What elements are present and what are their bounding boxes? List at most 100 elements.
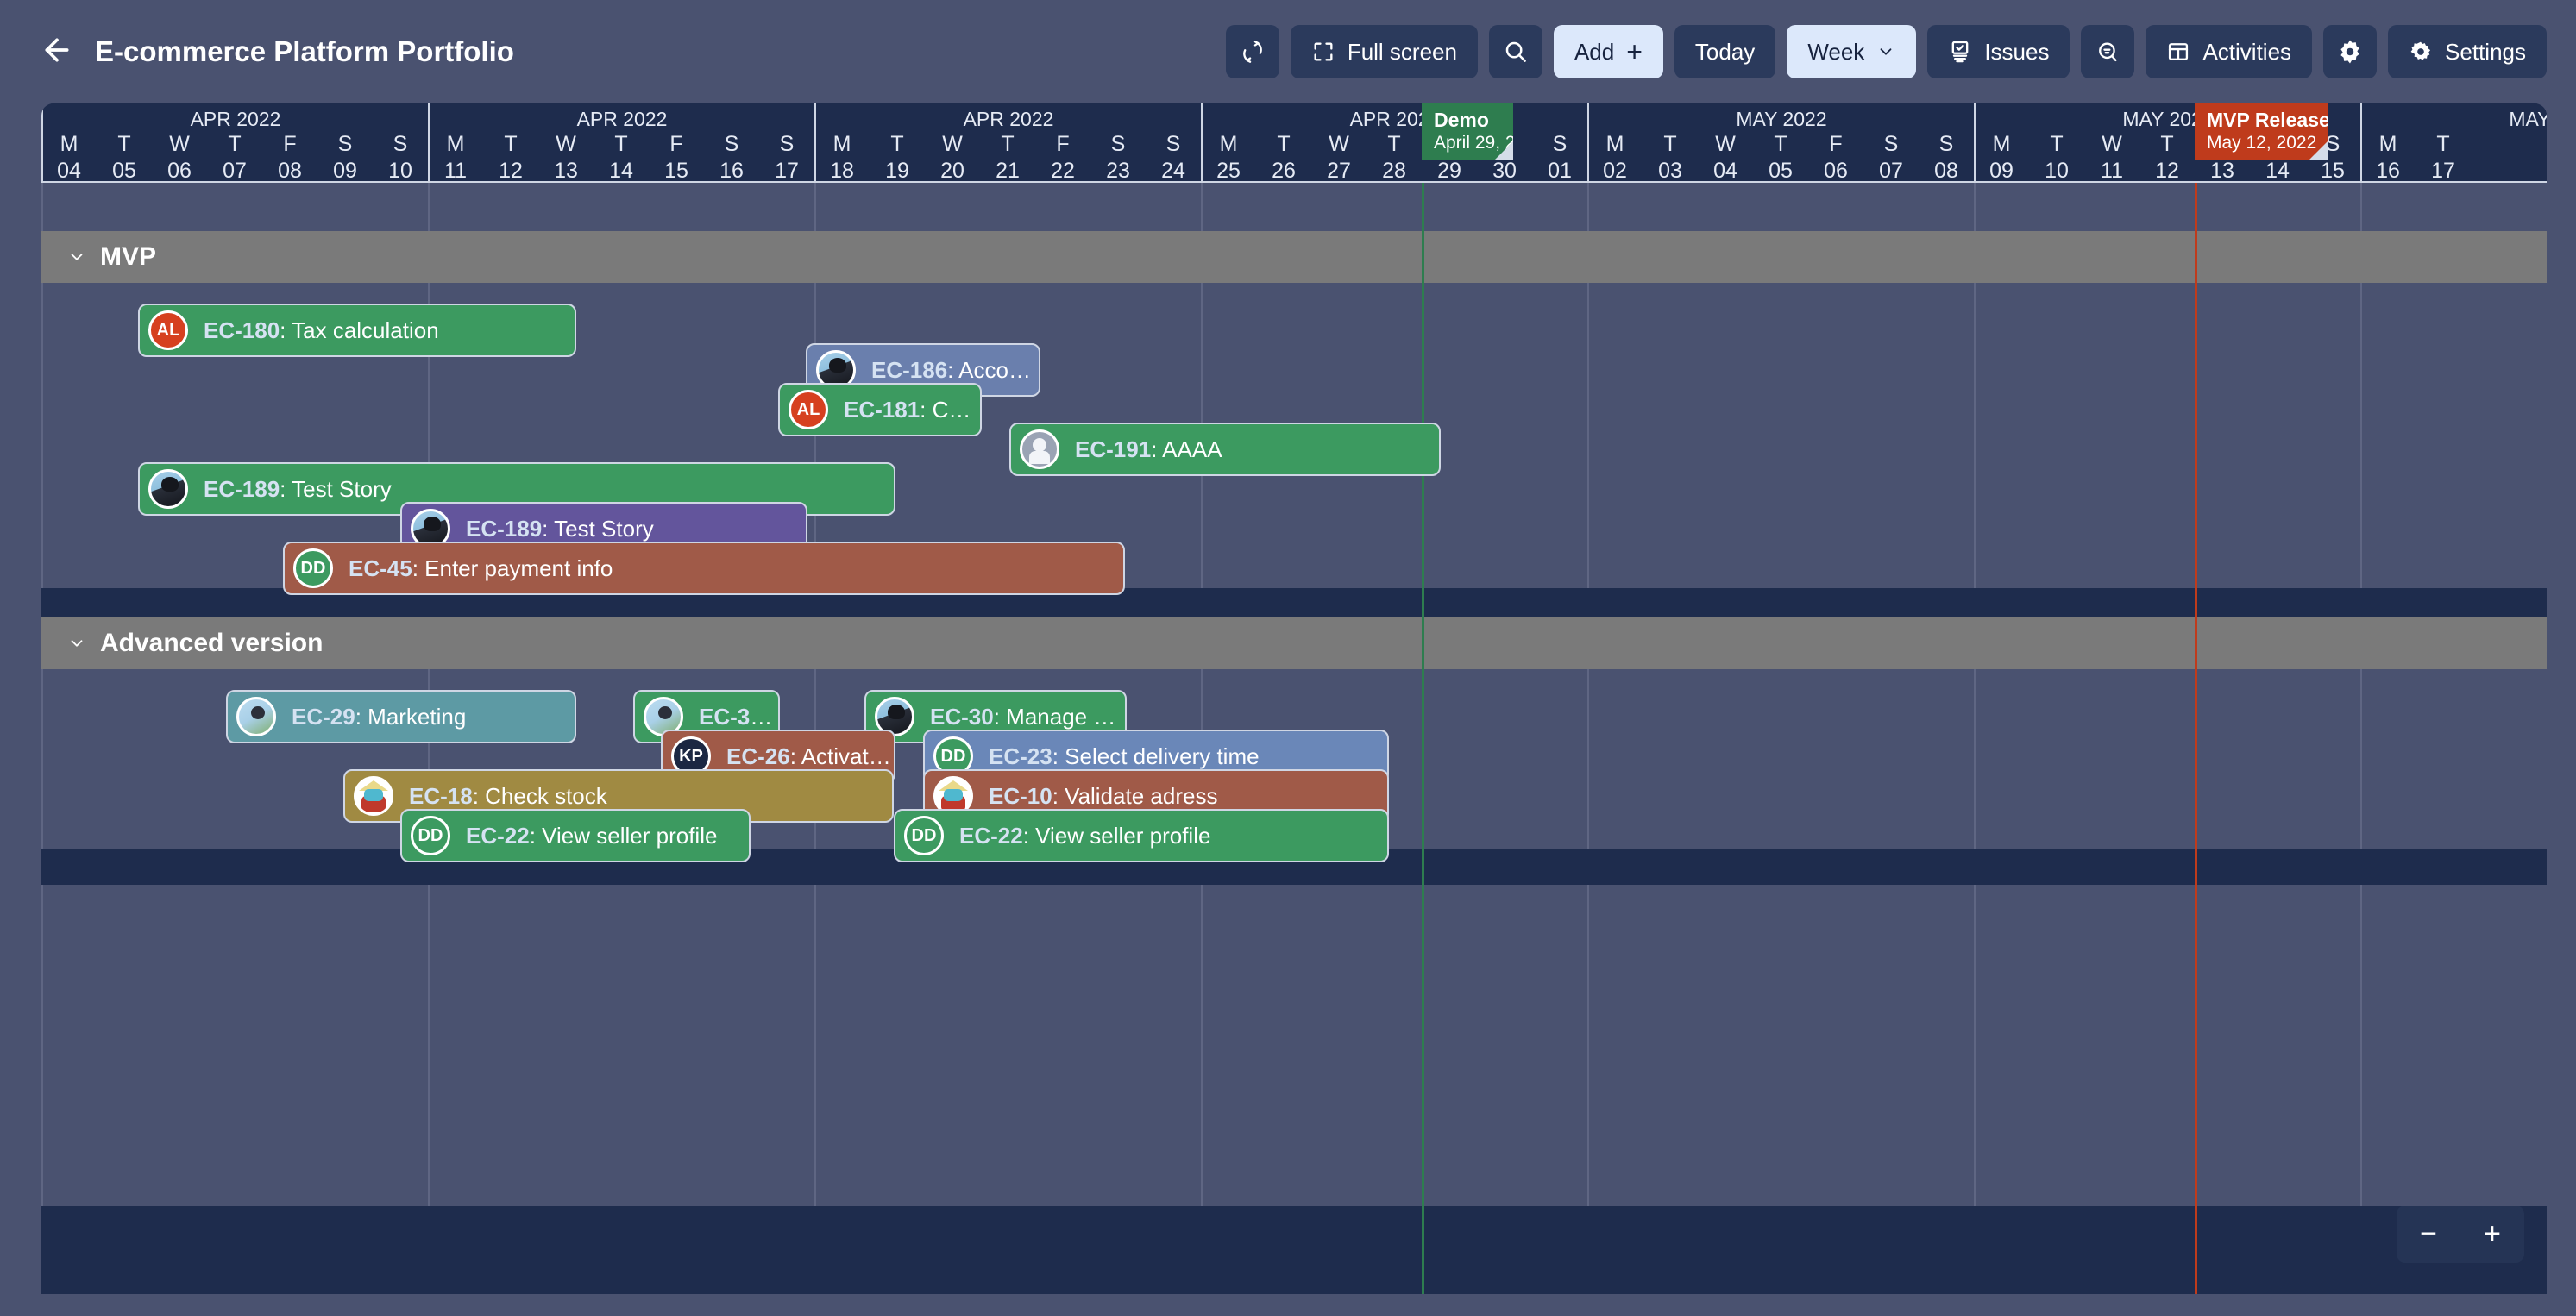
zoom-in-button[interactable]: + (2460, 1206, 2524, 1263)
search-button[interactable] (1488, 25, 1542, 78)
day-of-week-label: W (1329, 132, 1349, 156)
today-button[interactable]: Today (1674, 25, 1776, 78)
chevron-down-icon[interactable] (67, 634, 86, 653)
zoom-select-button[interactable]: Week (1787, 25, 1917, 78)
task-bar-ec-191[interactable]: EC-191: AAAA (1009, 423, 1441, 476)
task-key: EC-26 (726, 743, 790, 769)
week-label: MAY 2022 (1736, 108, 1827, 130)
week-column: APR 2022 (428, 103, 814, 181)
day-number-label: 16 (2376, 159, 2400, 183)
refresh-button[interactable] (1225, 25, 1279, 78)
task-key: EC-189 (466, 515, 543, 542)
day-number-label: 26 (1272, 159, 1296, 183)
theme-button[interactable] (2323, 25, 2378, 78)
task-summary: Enter payment info (424, 555, 613, 581)
comments-button[interactable] (2081, 25, 2135, 78)
day-of-week-label: S (393, 132, 408, 156)
avatar: DD (411, 816, 450, 855)
add-button[interactable]: Add+ (1553, 25, 1663, 78)
issues-button[interactable]: Issues (1927, 25, 2070, 78)
chevron-down-icon[interactable] (67, 248, 86, 266)
task-summary: Select delivery time (1065, 743, 1260, 769)
fullscreen-label: Full screen (1347, 38, 1457, 65)
settings-button[interactable]: Settings (2388, 25, 2547, 78)
day-of-week-label: W (2102, 132, 2122, 156)
activities-button[interactable]: Activities (2146, 25, 2313, 78)
task-key: EC-191 (1075, 436, 1152, 462)
back-button[interactable] (35, 29, 79, 74)
day-of-week-label: M (2378, 132, 2397, 156)
day-of-week-label: S (1165, 132, 1181, 156)
task-bar-ec-29[interactable]: EC-29: Marketing (226, 690, 576, 743)
gear-icon (2409, 40, 2433, 64)
day-number-label: 18 (830, 159, 854, 183)
task-bar-label: EC-18: Check stock (409, 782, 607, 809)
day-column[interactable]: S 24 (1146, 103, 1201, 183)
zoom-out-button[interactable]: − (2397, 1206, 2460, 1263)
task-bar-label: EC-186: Account Login (871, 357, 1039, 384)
day-column[interactable]: M 16 (2360, 103, 2416, 183)
day-number-label: 21 (996, 159, 1020, 183)
group-header-mvp[interactable]: MVP (41, 231, 2547, 283)
task-key: EC-10 (989, 782, 1052, 809)
add-label: Add (1574, 38, 1615, 65)
day-number-label: 24 (1161, 159, 1185, 183)
day-of-week-label: W (942, 132, 963, 156)
day-of-week-label: T (2050, 132, 2064, 156)
task-summary: Test Story (554, 515, 654, 542)
day-number-label: 29 (1437, 159, 1461, 183)
day-number-label: 07 (1879, 159, 1903, 183)
task-summary: Account Login (958, 356, 1039, 383)
task-bar-label: EC-23: Select delivery time (989, 743, 1260, 769)
fullscreen-button[interactable]: Full screen (1290, 25, 1478, 78)
group-header-advanced-version[interactable]: Advanced version (41, 617, 2547, 669)
day-of-week-label: M (1992, 132, 2011, 156)
